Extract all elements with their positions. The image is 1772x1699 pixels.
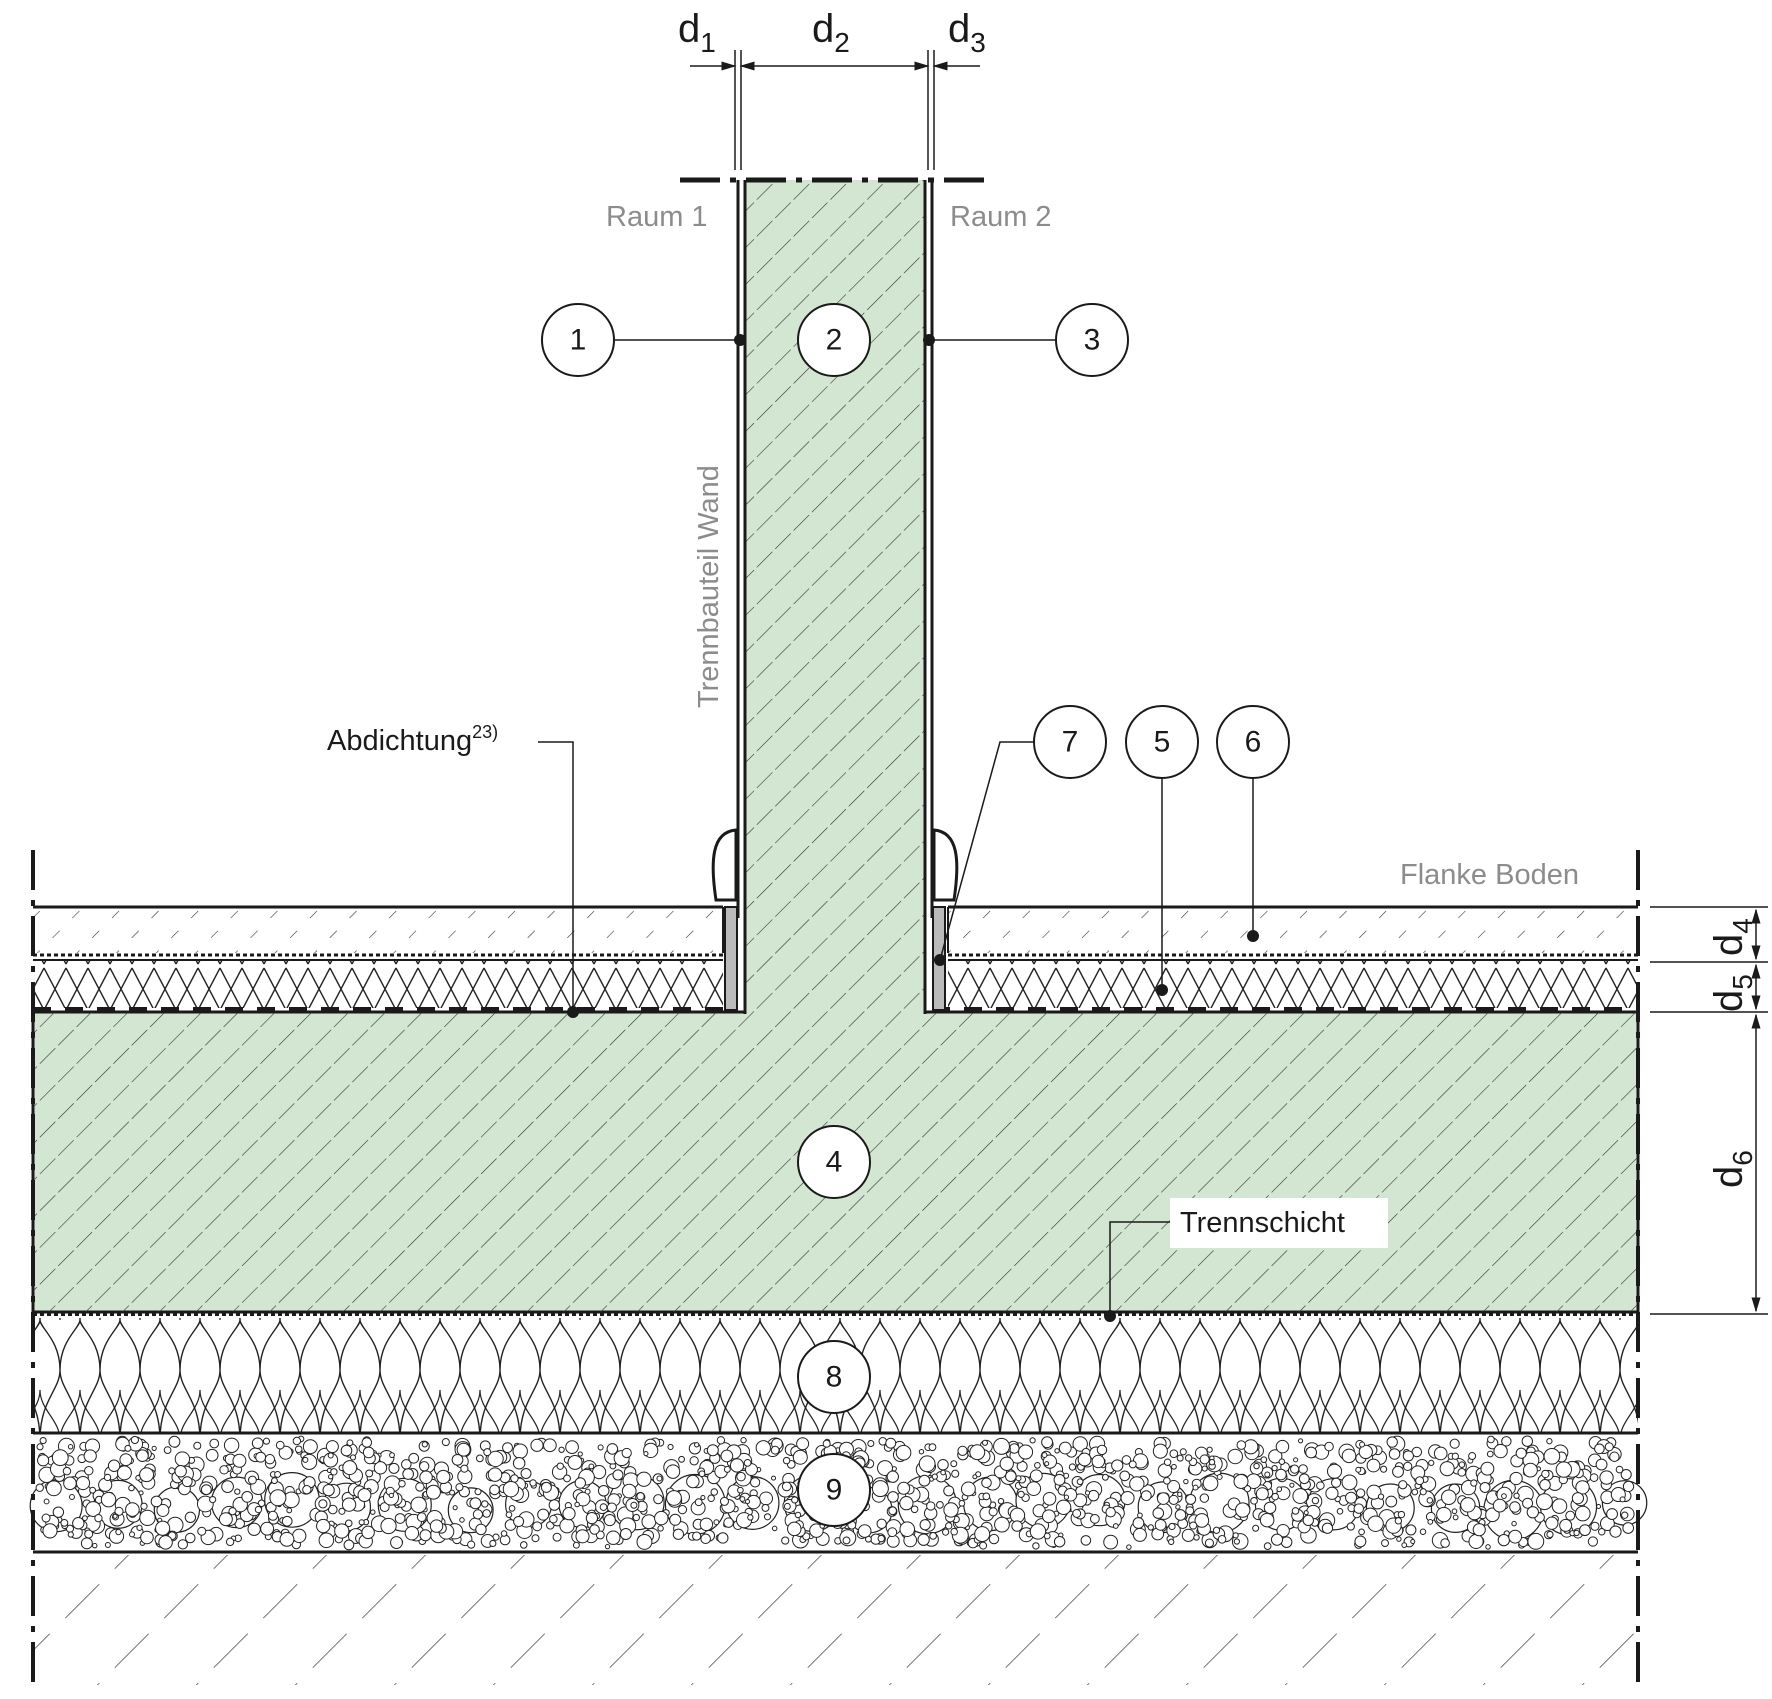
insulation-layer — [33, 959, 1638, 1013]
callout-number-9: 9 — [826, 1474, 843, 1507]
soil — [33, 1555, 1638, 1685]
label-room-2: Raum 2 — [950, 201, 1052, 233]
callouts: 1 2 3 4 5 6 7 8 9 — [541, 303, 1290, 1527]
callout-circle-3 — [1055, 303, 1129, 377]
screed-layer — [33, 905, 1638, 957]
right-dimensions — [1650, 906, 1768, 1315]
leader-lines — [538, 334, 1259, 1322]
callout-number-7: 7 — [1062, 726, 1079, 759]
callout-number-1: 1 — [570, 324, 587, 357]
dim-d4: d4 — [1707, 918, 1758, 956]
label-floor-flank: Flanke Boden — [1400, 859, 1579, 891]
dim-d2: d2 — [812, 7, 850, 58]
callout-number-8: 8 — [826, 1361, 843, 1394]
callout-circle-5 — [1125, 705, 1199, 779]
callout-circle-1 — [541, 303, 615, 377]
cut-lines — [31, 177, 1640, 1690]
callout-circle-6 — [1216, 705, 1290, 779]
label-separating-layer: Trennschicht — [1180, 1207, 1345, 1239]
label-room-1: Raum 1 — [606, 201, 708, 233]
callout-circle-4 — [797, 1125, 871, 1199]
edge-strip — [724, 906, 946, 1011]
dim-d6: d6 — [1707, 1150, 1758, 1188]
callout-circle-8 — [797, 1340, 871, 1414]
callout-number-3: 3 — [1084, 324, 1101, 357]
callout-number-2: 2 — [826, 324, 843, 357]
label-bg — [1170, 1198, 1388, 1248]
dim-d3: d3 — [948, 7, 986, 58]
callout-circle-2 — [797, 303, 871, 377]
callout-number-4: 4 — [826, 1146, 843, 1179]
callout-number-6: 6 — [1245, 726, 1262, 759]
callout-number-5: 5 — [1154, 726, 1171, 759]
dim-d5: d5 — [1707, 974, 1758, 1012]
label-wall: Trennbauteil Wand — [693, 465, 725, 708]
top-dimensions — [690, 50, 980, 170]
callout-circle-7 — [1033, 705, 1107, 779]
skirting-boards — [711, 828, 959, 902]
label-sealing: Abdichtung23) — [327, 722, 498, 757]
floor-slab — [31, 1010, 1640, 1314]
callout-circle-9 — [797, 1453, 871, 1527]
dim-d1: d1 — [678, 7, 716, 58]
